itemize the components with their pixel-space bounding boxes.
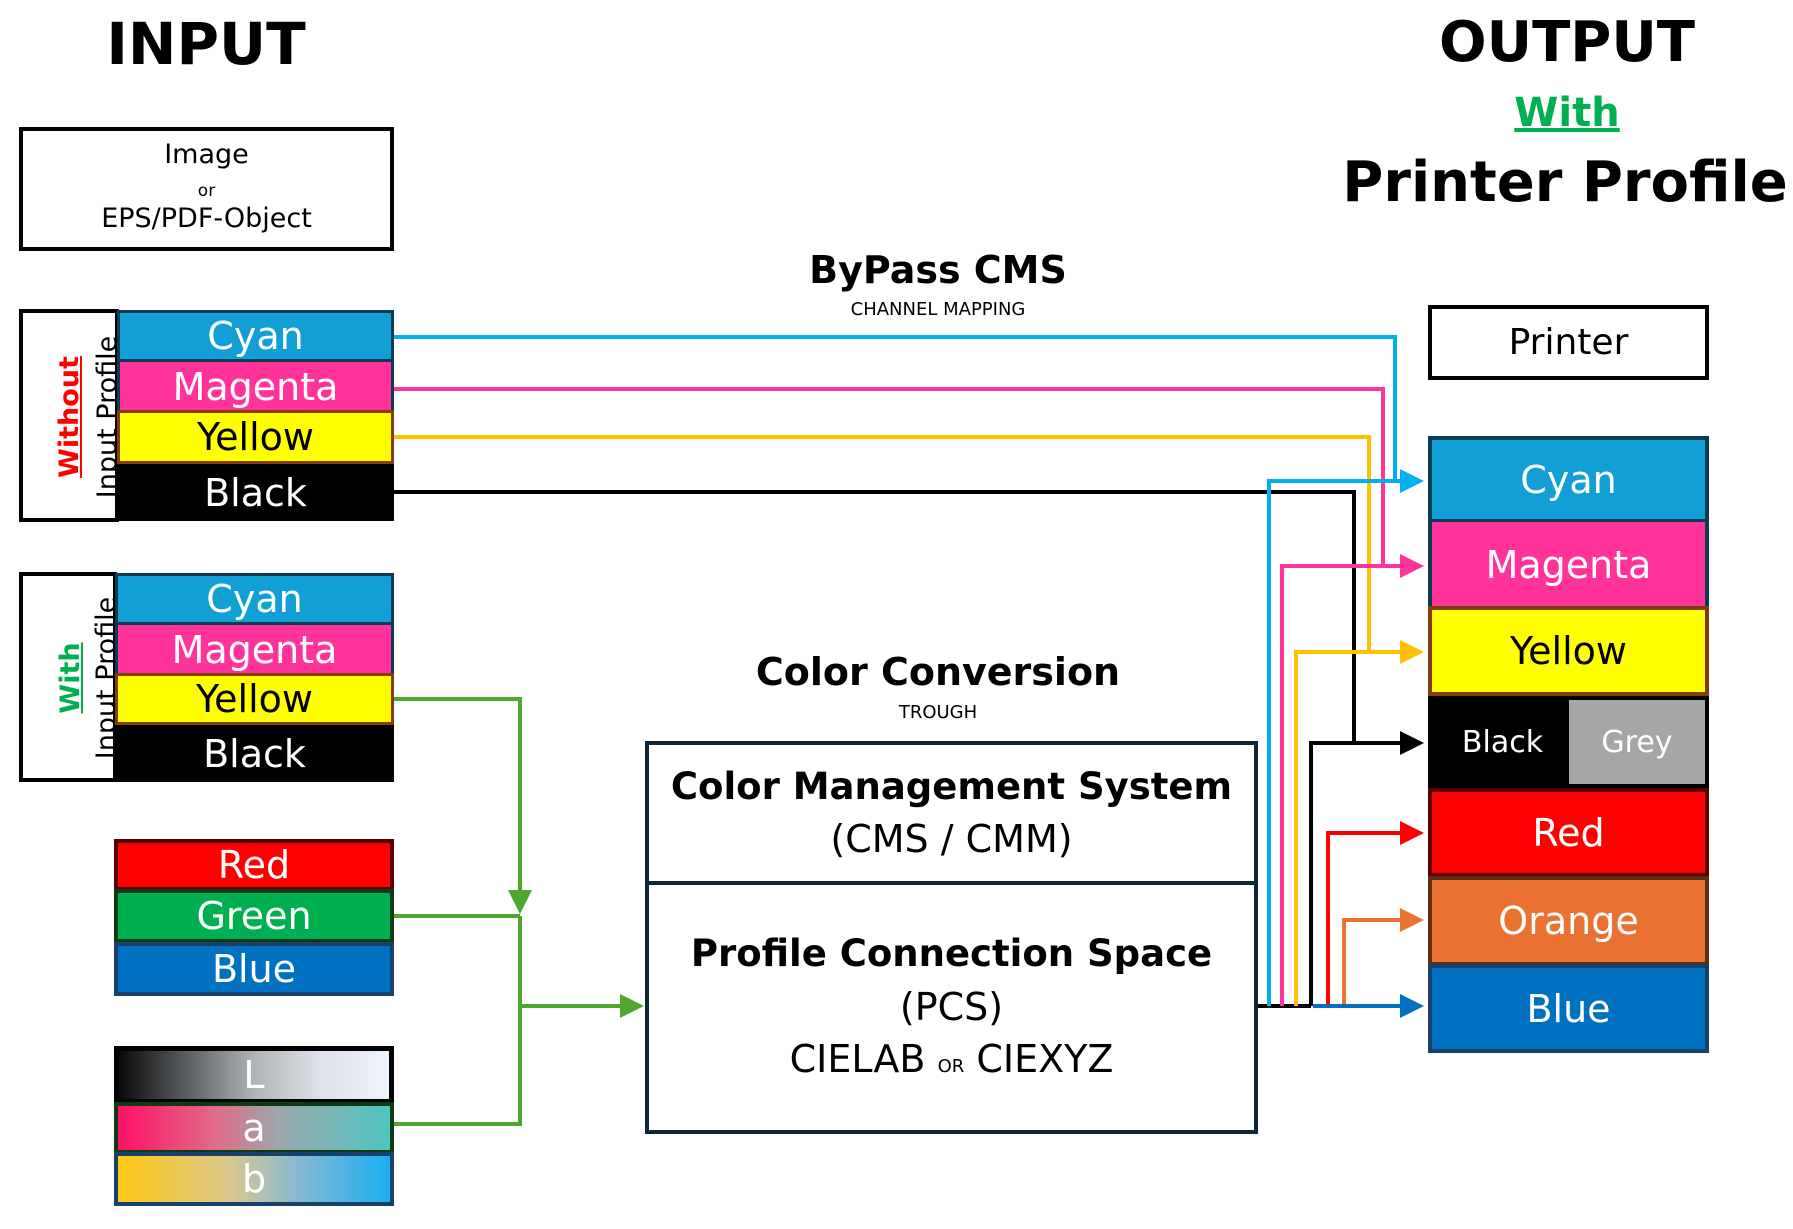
without-yellow-channel: Yellow bbox=[117, 410, 394, 464]
rgb-red-channel: Red bbox=[114, 839, 394, 891]
source-line3: EPS/PDF-Object bbox=[101, 203, 312, 234]
lab-l-channel: L bbox=[114, 1046, 394, 1104]
output-magenta-channel: Magenta bbox=[1428, 522, 1709, 608]
conversion-subtitle: TROUGH bbox=[898, 702, 978, 723]
output-cyan-channel: Cyan bbox=[1428, 436, 1709, 523]
rgb-blue-channel: Blue bbox=[114, 942, 394, 996]
output-qualifier: With bbox=[1514, 90, 1620, 136]
pcs-wire-black bbox=[1309, 731, 1424, 1006]
cms-box: Color Management System (CMS / CMM) Prof… bbox=[645, 741, 1258, 1134]
conversion-title: Color Conversion bbox=[755, 650, 1121, 694]
bypass-wire-black bbox=[394, 490, 1356, 743]
pcs-wire-magenta bbox=[1280, 554, 1424, 1006]
output-subtitle: Printer Profile bbox=[1342, 150, 1788, 215]
with-magenta-channel: Magenta bbox=[115, 625, 394, 675]
source-box: Image or EPS/PDF-Object bbox=[19, 127, 394, 251]
bypass-subtitle: CHANNEL MAPPING bbox=[850, 299, 1026, 320]
pcs-space-cielab: CIELAB bbox=[789, 1037, 926, 1081]
source-line2: or bbox=[197, 181, 216, 201]
without-black-channel: Black bbox=[117, 464, 394, 521]
output-grey-channel: Grey bbox=[1569, 696, 1709, 788]
output-title: OUTPUT bbox=[1439, 10, 1695, 75]
cms-title: Color Management System bbox=[670, 765, 1233, 808]
cms-subtitle: (CMS / CMM) bbox=[830, 817, 1073, 861]
lab-b-channel: b bbox=[114, 1152, 394, 1206]
bypass-wire-cyan bbox=[394, 335, 1397, 481]
output-black-channel: Black bbox=[1428, 696, 1569, 788]
with-black-channel: Black bbox=[115, 725, 394, 782]
output-red-channel: Red bbox=[1428, 788, 1709, 877]
output-blue-channel: Blue bbox=[1428, 964, 1709, 1053]
without-magenta-channel: Magenta bbox=[117, 362, 394, 412]
pcs-wire-orange bbox=[1342, 908, 1424, 1006]
pcs-wire-cyan bbox=[1267, 469, 1424, 1006]
green-wire-yellow bbox=[394, 697, 532, 914]
rgb-green-channel: Green bbox=[114, 889, 394, 943]
output-yellow-channel: Yellow bbox=[1428, 606, 1709, 696]
without-cyan-channel: Cyan bbox=[117, 310, 394, 362]
cms-divider bbox=[649, 881, 1254, 885]
pcs-wire-yellow bbox=[1294, 640, 1424, 1006]
with-cyan-channel: Cyan bbox=[115, 573, 394, 625]
input-title: INPUT bbox=[106, 10, 306, 78]
bypass-wire-magenta bbox=[394, 387, 1385, 566]
pcs-space-or: OR bbox=[937, 1056, 965, 1077]
pcs-spaces: CIELAB OR CIEXYZ bbox=[649, 1037, 1254, 1081]
green-wire-lab bbox=[394, 916, 522, 1126]
pcs-title: Profile Connection Space bbox=[690, 932, 1213, 975]
with-yellow-channel: Yellow bbox=[115, 673, 394, 725]
pcs-subtitle: (PCS) bbox=[899, 985, 1004, 1029]
pcs-wire-red bbox=[1326, 821, 1424, 1006]
printer-box: Printer bbox=[1428, 305, 1709, 380]
bypass-wire-yellow bbox=[394, 435, 1371, 652]
source-line1: Image bbox=[164, 139, 249, 170]
pcs-space-ciexyz: CIEXYZ bbox=[976, 1037, 1114, 1081]
bypass-title: ByPass CMS bbox=[809, 248, 1067, 292]
